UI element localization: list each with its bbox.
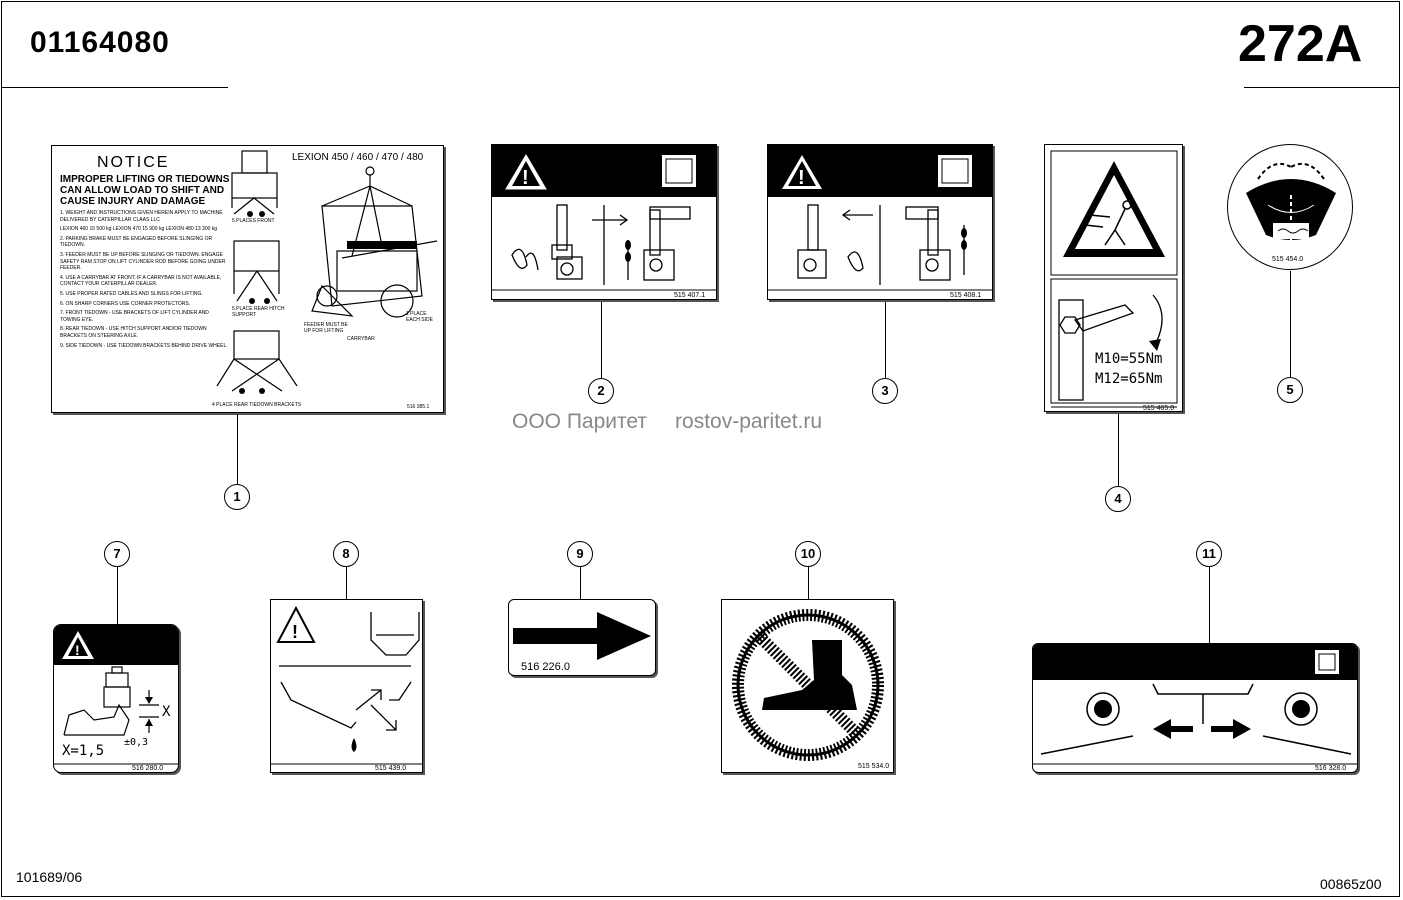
svg-text:!: ! <box>522 167 529 189</box>
leader-7 <box>346 567 347 599</box>
label-each-side: 1 PLACE EACH SIDE <box>406 311 433 323</box>
watermark-site: rostov-paritet.ru <box>675 410 823 433</box>
label-feeder: FEEDER MUST BE UP FOR LIFTING <box>304 322 348 334</box>
decal-2-code: 515 407.1 <box>674 292 706 299</box>
leader-8 <box>580 567 581 599</box>
notice-item: 8. REAR TIEDOWN - USE HITCH SUPPORT AND/… <box>60 326 207 339</box>
leader-4 <box>1118 414 1119 486</box>
decal-5-code: 515 454.0 <box>1272 256 1304 263</box>
notice-heading-line: CAUSE INJURY AND DAMAGE <box>60 196 206 207</box>
watermark-company: ООО Паритет <box>512 410 648 433</box>
notice-item: 9. SIDE TIEDOWN - USE TIEDOWN BRACKETS B… <box>60 342 228 349</box>
notice-heading: IMPROPER LIFTING OR TIEDOWNS CAN ALLOW L… <box>60 174 229 207</box>
x-tolerance: ±0,3 <box>124 737 149 748</box>
label-front: 5 PLACES FRONT <box>232 218 275 224</box>
footer-left-code: 101689/06 <box>16 869 83 885</box>
callout-2: 2 <box>588 378 614 404</box>
decal-3-feeder-warning: ! 515 408.1 <box>767 144 993 300</box>
callout-5: 5 <box>1277 377 1303 403</box>
decal-7-tank: ! 515 439.0 <box>270 599 423 773</box>
decal-7-code: 515 439.0 <box>375 765 407 772</box>
decal-11-auger: 516 328.0 <box>1032 643 1358 773</box>
callout-10: 10 <box>795 541 821 567</box>
notice-heading-line: IMPROPER LIFTING OR TIEDOWNS <box>60 174 230 185</box>
decal-2-feeder-warning: ! 515 407.1 <box>491 144 717 300</box>
decal-10-code: 515 534.0 <box>858 763 890 770</box>
leader-3 <box>885 302 886 378</box>
decal-3-graphic: ! <box>768 145 992 291</box>
page-code: 272A <box>1238 15 1363 73</box>
decal-9-code: 516 280.0 <box>132 765 164 772</box>
no-step-icon <box>732 609 884 761</box>
leader-1 <box>237 414 238 484</box>
decal-4-torque: M10=55Nm M12=65Nm 515 465.0 <box>1044 144 1183 412</box>
notice-item: 3. FEEDER MUST BE UP BEFORE SLINGING OR … <box>60 251 226 272</box>
notice-item: 4. USE A CARRYBAR AT FRONT. IF A CARRYBA… <box>60 274 222 288</box>
decal-1-lifting-notice: NOTICE IMPROPER LIFTING OR TIEDOWNS CAN … <box>51 145 444 413</box>
callout-3: 3 <box>872 378 898 404</box>
decal-5-graphic <box>1246 163 1336 240</box>
decal-9-graphic: ! <box>54 625 178 765</box>
decal-11-graphic <box>1033 644 1357 765</box>
leader-5 <box>1290 271 1291 377</box>
decal-10-no-step: 515 534.0 <box>721 599 894 773</box>
header-rule-left <box>2 87 228 88</box>
decal-2-graphic: ! <box>492 145 716 291</box>
decal-4-graphic <box>1050 150 1178 408</box>
notice-model: LEXION 450 / 460 / 470 / 480 <box>292 152 424 163</box>
direction-arrow-icon <box>513 612 651 660</box>
x-dimension-label: X <box>162 704 171 720</box>
notice-item: 5. USE PROPER RATED CABLES AND SLINGS FO… <box>60 290 203 297</box>
decal-3-code: 515 408.1 <box>950 292 982 299</box>
callout-7: 8 <box>333 541 359 567</box>
torque-m12: M12=65Nm <box>1095 371 1163 387</box>
label-rear: 5 PLACE REAR HITCH SUPPORT <box>232 306 285 318</box>
notice-item: 2. PARKING BRAKE MUST BE ENGAGED BEFORE … <box>60 235 213 249</box>
notice-heading-line: CAN ALLOW LOAD TO SHIFT AND <box>60 185 225 196</box>
leader-10 <box>808 567 809 599</box>
callout-11: 11 <box>1196 541 1222 567</box>
combine-lifting-illustration <box>216 150 438 394</box>
x-value: X=1,5 <box>62 743 105 759</box>
leader-2 <box>601 302 602 378</box>
decal-8-code: 516 226.0 <box>521 661 570 673</box>
decal-4-code: 515 465.0 <box>1143 405 1175 412</box>
decal-9-adjustment: ! X X=1,5 ±0,3 516 280.0 <box>53 624 179 773</box>
leader-9 <box>117 567 118 624</box>
callout-4: 4 <box>1105 486 1131 512</box>
label-brackets: 4 PLACE REAR TIEDOWN BRACKETS <box>212 402 302 408</box>
decal-7-graphic: ! <box>271 605 422 765</box>
watermark: ООО Паритет rostov-paritet.ru <box>512 410 850 434</box>
notice-title: NOTICE <box>97 154 170 171</box>
label-carrybar: CARRYBAR <box>347 336 375 342</box>
decal-1-code: 516 385.1 <box>407 404 430 410</box>
svg-text:!: ! <box>798 167 805 189</box>
callout-1: 1 <box>224 484 250 510</box>
svg-text:!: ! <box>292 622 298 642</box>
notice-item: 1. WEIGHT AND INSTRUCTIONS GIVEN HEREIN … <box>60 210 223 223</box>
torque-m10: M10=55Nm <box>1095 351 1163 367</box>
header-rule-right <box>1244 87 1400 88</box>
notice-instructions: 1. WEIGHT AND INSTRUCTIONS GIVEN HEREIN … <box>60 210 230 352</box>
svg-text:!: ! <box>75 642 80 658</box>
leader-11 <box>1209 567 1210 643</box>
decal-11-code: 516 328.0 <box>1315 765 1347 772</box>
notice-item: 7. FRONT TIEDOWN - USE BRACKETS OF LIFT … <box>60 310 209 323</box>
callout-8: 9 <box>567 541 593 567</box>
callout-9: 7 <box>104 541 130 567</box>
notice-item: LEXION 460 15 500 kg LEXION 470 15 900 k… <box>60 226 218 233</box>
notice-item: 6. ON SHARP CORNERS USE CORNER PROTECTOR… <box>60 300 191 307</box>
footer-right-code: 00865z00 <box>1320 876 1382 892</box>
document-number: 01164080 <box>30 26 170 59</box>
decal-8-arrow: 516 226.0 <box>508 599 656 676</box>
decal-5-washer: 515 454.0 <box>1227 144 1353 270</box>
